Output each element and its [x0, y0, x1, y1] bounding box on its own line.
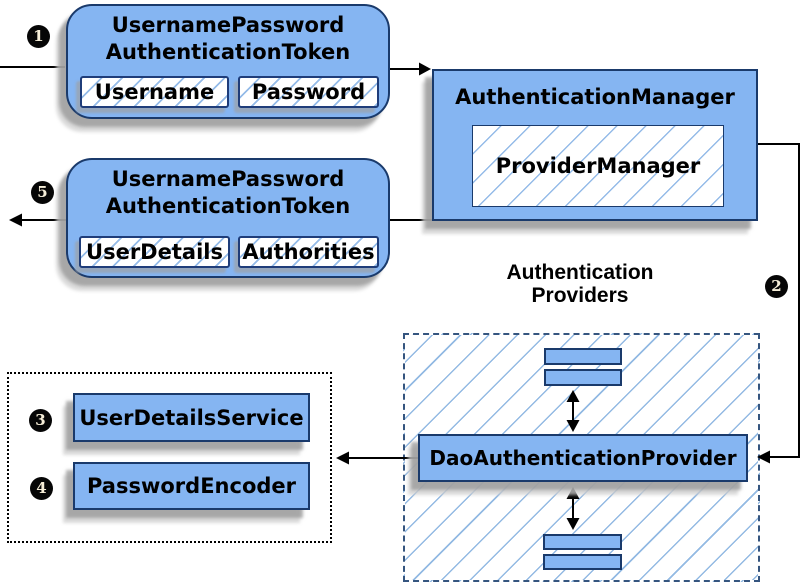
dao-authentication-provider-label: DaoAuthenticationProvider: [429, 446, 737, 470]
step-badge-5: 5: [31, 181, 54, 204]
step-badge-1: 1: [27, 25, 50, 48]
user-details-service-label: UserDetailsService: [79, 405, 304, 430]
username-field-box: Username: [80, 76, 229, 108]
user-details-service-box: UserDetailsService: [73, 393, 310, 442]
user-details-field-box: UserDetails: [79, 236, 230, 268]
password-field-label: Password: [251, 80, 366, 104]
username-password-authentication-token-response-box: UsernamePassword AuthenticationToken Use…: [66, 158, 390, 278]
provider-stack-bar-top-1: [544, 348, 622, 365]
authentication-manager-box: AuthenticationManager ProviderManager: [432, 69, 758, 221]
arrowhead-upper-down: [566, 420, 580, 432]
arrowhead-upper-up: [566, 390, 580, 402]
username-field-label: Username: [94, 80, 215, 104]
arrowhead-lower-up: [566, 487, 580, 499]
arrowhead-response-left: [9, 213, 22, 227]
arrowhead-into-dao-provider: [757, 450, 770, 464]
step-badge-5-label: 5: [37, 183, 48, 201]
step-badge-3-label: 3: [35, 411, 46, 429]
password-encoder-label: PasswordEncoder: [86, 474, 296, 498]
request-token-title: UsernamePassword AuthenticationToken: [105, 13, 351, 64]
username-password-authentication-token-request-box: UsernamePassword AuthenticationToken Use…: [66, 4, 390, 119]
step-badge-4: 4: [30, 477, 53, 500]
authentication-providers-heading: Authentication Providers: [506, 261, 654, 307]
provider-stack-bar-top-2: [544, 369, 622, 386]
provider-manager-box: ProviderManager: [472, 125, 724, 207]
arrowhead-into-authentication-manager: [419, 62, 431, 76]
password-field-box: Password: [238, 76, 379, 108]
step-badge-2-label: 2: [771, 277, 782, 295]
step-badge-2: 2: [765, 275, 788, 298]
dao-authentication-provider-box: DaoAuthenticationProvider: [418, 434, 748, 482]
provider-stack-bar-bottom-2: [543, 554, 622, 570]
user-details-field-label: UserDetails: [86, 240, 223, 264]
response-token-title: UsernamePassword AuthenticationToken: [105, 167, 351, 218]
arrowhead-into-beans-box: [336, 451, 349, 465]
step-badge-1-label: 1: [33, 27, 44, 45]
authorities-field-label: Authorities: [242, 240, 375, 264]
arrowhead-lower-down: [566, 518, 580, 530]
connector-manager-to-provider-line: [758, 143, 800, 458]
step-badge-3: 3: [29, 409, 52, 432]
authentication-manager-title: AuthenticationManager: [455, 85, 735, 109]
step-badge-4-label: 4: [36, 479, 47, 497]
provider-manager-label: ProviderManager: [495, 154, 701, 178]
provider-stack-bar-bottom-1: [543, 534, 622, 550]
authorities-field-box: Authorities: [238, 236, 379, 268]
password-encoder-box: PasswordEncoder: [73, 462, 310, 510]
